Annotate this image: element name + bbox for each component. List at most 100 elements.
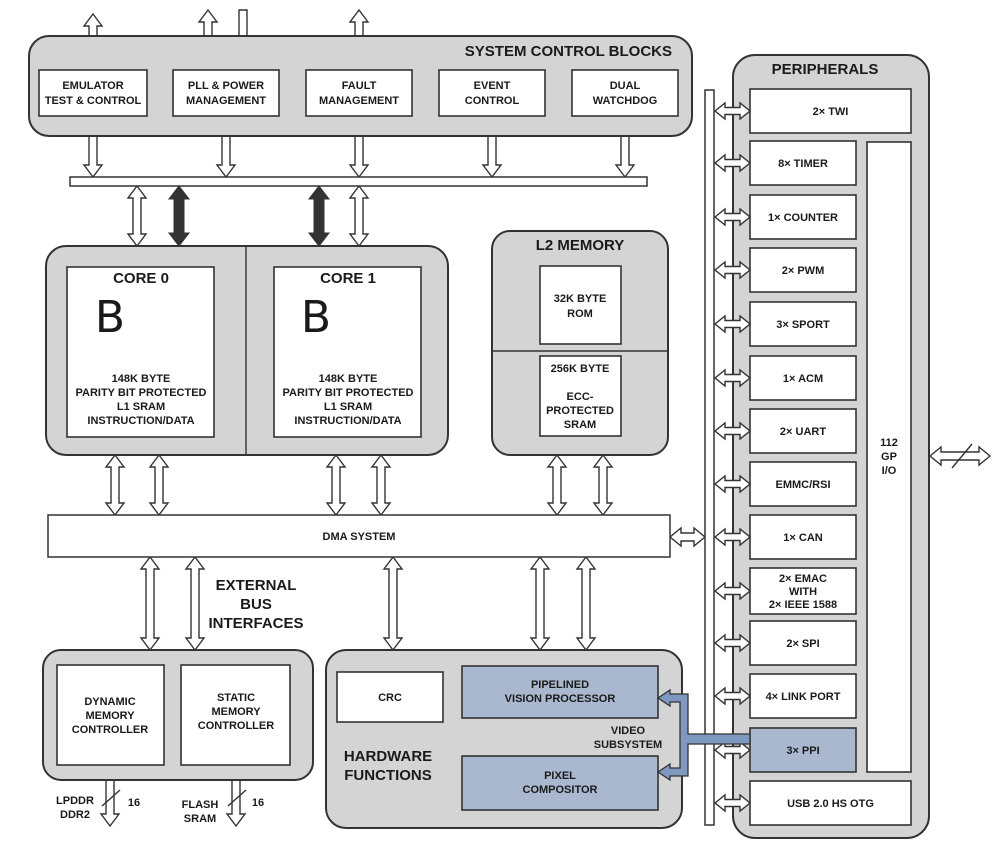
bidirectional-arrow [575, 555, 597, 652]
sc-block-emulator: EMULATOR TEST & CONTROL [38, 69, 148, 117]
bidirectional-arrow [529, 555, 551, 652]
peripheral-block: 3× SPORT [749, 301, 857, 347]
bidirectional-arrow [184, 555, 206, 652]
sc-block-label: CONTROL [465, 95, 520, 107]
peripheral-block: 8× TIMER [749, 140, 857, 186]
sc-block-label: EVENT [474, 80, 511, 92]
smc-text: MEMORY [211, 706, 261, 718]
gpio-label: 112 [880, 437, 898, 449]
hardware-functions-group: CRC PIPELINED VISION PROCESSOR PIXEL COM… [325, 649, 683, 829]
l2-rom: 32K BYTE ROM [539, 265, 622, 345]
peripheral-block: 1× ACM [749, 355, 857, 401]
dmc-text: DYNAMIC [84, 696, 135, 708]
sc-block-label: TEST & CONTROL [45, 95, 142, 107]
l2-rom-text: 32K BYTE [554, 293, 607, 305]
sc-block-label: DUAL [610, 80, 641, 92]
smc-text: CONTROLLER [198, 720, 274, 732]
flash-label: FLASH [182, 799, 219, 811]
bidirectional-arrow [325, 453, 347, 517]
bidirectional-arrow [104, 453, 126, 517]
bidirectional-arrow [370, 453, 392, 517]
hardware-functions-title: HARDWARE [344, 748, 432, 765]
bidirectional-arrow [713, 474, 752, 494]
bidirectional-arrow [148, 453, 170, 517]
peripheral-block: 3× PPI [749, 727, 857, 773]
peripheral-label: 4× LINK PORT [766, 691, 841, 703]
flash-width: 16 [252, 797, 264, 809]
gpio-label: I/O [882, 465, 897, 477]
core-0: CORE 0 B 148K BYTE PARITY BIT PROTECTED … [66, 266, 215, 438]
peripheral-label: USB 2.0 HS OTG [787, 798, 874, 810]
peripheral-block: 1× COUNTER [749, 194, 857, 240]
peripheral-label: 2× TWI [813, 106, 849, 118]
external-memory-group: DYNAMIC MEMORY CONTROLLER STATIC MEMORY … [42, 649, 314, 781]
core-mem-text: INSTRUCTION/DATA [87, 415, 194, 427]
bidirectional-arrow-dark [307, 185, 331, 247]
system-bus-bar [69, 176, 648, 187]
bus-width-slash [101, 789, 121, 807]
core-mem-text: PARITY BIT PROTECTED [76, 387, 207, 399]
cores-group: CORE 0 B 148K BYTE PARITY BIT PROTECTED … [45, 245, 449, 456]
bidirectional-arrow [546, 453, 568, 517]
video-subsystem-arrow [656, 688, 751, 782]
peripheral-label: 2× PWM [782, 265, 824, 277]
blackfin-logo: B [301, 292, 331, 343]
core-mem-text: PARITY BIT PROTECTED [283, 387, 414, 399]
l2-sram-text: SRAM [564, 419, 596, 431]
bidirectional-arrow [126, 184, 148, 248]
l2-sram-text: ECC- [567, 391, 594, 403]
gpio-label: GP [881, 451, 897, 463]
sc-block-label: EMULATOR [62, 80, 123, 92]
sc-block-pll-power: PLL & POWER MANAGEMENT [172, 69, 280, 117]
peripheral-bus-bar [704, 89, 715, 826]
bidirectional-arrow [713, 793, 752, 813]
connection-arrows-front [656, 101, 973, 813]
peripheral-block: 2× PWM [749, 247, 857, 293]
peripheral-label: 3× PPI [786, 745, 819, 757]
peripheral-label: WITH [789, 586, 817, 598]
lpddr-label: LPDDR [56, 795, 94, 807]
core-mem-text: L1 SRAM [324, 401, 372, 413]
lpddr-label: DDR2 [60, 809, 90, 821]
dmc-text: MEMORY [85, 710, 135, 722]
peripheral-block: 2× SPI [749, 620, 857, 666]
lpddr-width: 16 [128, 797, 140, 809]
bidirectional-arrow [713, 153, 752, 173]
bidirectional-arrow [713, 581, 752, 601]
bidirectional-arrow [139, 555, 161, 652]
external-bus-label: INTERFACES [208, 615, 303, 632]
pixel-compositor: PIXEL COMPOSITOR [461, 755, 659, 811]
l2-sram: 256K BYTE ECC- PROTECTED SRAM [539, 355, 622, 437]
core-mem-text: 148K BYTE [112, 373, 171, 385]
pipelined-vision-processor: PIPELINED VISION PROCESSOR [461, 665, 659, 719]
flash-label: SRAM [184, 813, 216, 825]
external-bus-label: BUS [240, 596, 272, 613]
l2-memory-group: L2 MEMORY 32K BYTE ROM 256K BYTE ECC- PR… [491, 230, 669, 456]
crc-label: CRC [378, 692, 402, 704]
sc-block-fault: FAULT MANAGEMENT [305, 69, 413, 117]
peripheral-label: 1× CAN [783, 532, 822, 544]
bidirectional-arrow [382, 555, 404, 652]
peripheral-label: EMMC/RSI [776, 479, 831, 491]
l2-rom-text: ROM [567, 308, 593, 320]
bidirectional-arrow [668, 526, 707, 548]
bidirectional-arrow [713, 740, 752, 760]
peripheral-label: 8× TIMER [778, 158, 828, 170]
system-control-title: SYSTEM CONTROL BLOCKS [465, 43, 672, 60]
peripheral-label: 2× SPI [786, 638, 819, 650]
sc-block-label: MANAGEMENT [186, 95, 266, 107]
bidirectional-arrow [592, 453, 614, 517]
sc-block-event: EVENT CONTROL [438, 69, 546, 117]
smc-text: STATIC [217, 692, 255, 704]
bidirectional-arrow [713, 314, 752, 334]
pvp-label: VISION PROCESSOR [505, 693, 616, 705]
pixel-compositor-label: COMPOSITOR [523, 784, 598, 796]
core-1: CORE 1 B 148K BYTE PARITY BIT PROTECTED … [273, 266, 422, 438]
external-bus-label: EXTERNAL [216, 577, 297, 594]
dmc-text: CONTROLLER [72, 724, 148, 736]
bidirectional-arrow [713, 207, 752, 227]
bidirectional-arrow [713, 527, 752, 547]
sc-block-label: MANAGEMENT [319, 95, 399, 107]
sc-block-label: FAULT [342, 80, 377, 92]
